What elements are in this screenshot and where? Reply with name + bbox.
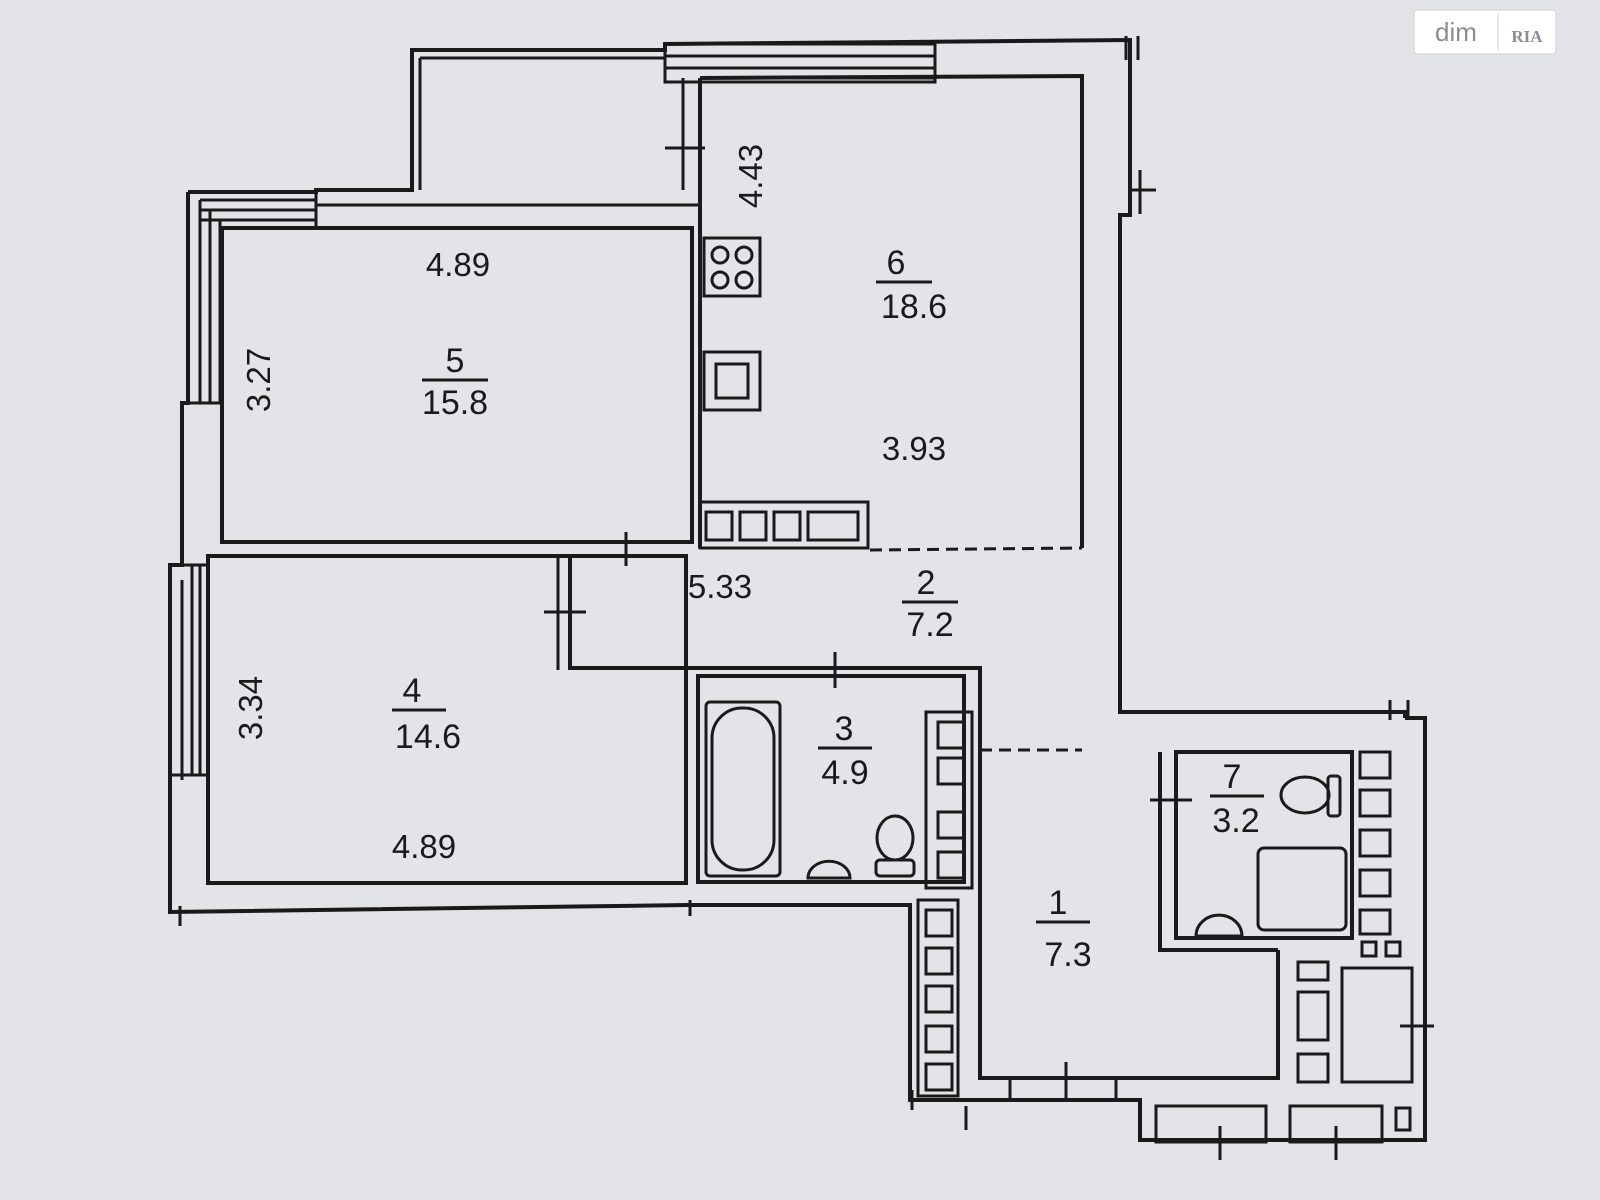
room-1-walls [978,750,1412,1160]
room-5-height-dim: 3.27 [240,348,277,412]
room-6-walls [665,73,1084,548]
room-6-label: 6 18.6 [876,244,947,326]
room-3-label: 3 4.9 [818,710,872,792]
room-6-number: 6 [887,244,906,282]
balcony-top [410,42,937,190]
room-6-area: 18.6 [881,288,947,326]
room-7-walls [1150,750,1434,1084]
room-4-label: 4 14.6 [392,672,461,756]
room-5-label: 5 15.8 [422,342,488,422]
stove-icon [702,236,762,298]
room-3-area: 4.9 [821,754,868,792]
room-4-area: 14.6 [395,718,461,756]
room-5-number: 5 [446,342,465,380]
room-6-height-dim: 4.43 [732,144,769,208]
room-4-number: 4 [403,672,422,710]
room-1-number: 1 [1049,884,1068,922]
logo-text-dim: dim [1435,17,1477,47]
room-2-length-dim: 5.33 [688,568,752,605]
room-2-label: 2 7.2 [902,564,958,644]
room-5-width-dim: 4.89 [426,246,490,283]
dim-ria-logo: dim RIA [1413,9,1557,55]
room-1-area: 7.3 [1044,936,1091,974]
room-7-number: 7 [1223,758,1242,796]
room-2-walls [544,532,1083,754]
room-2-number: 2 [917,564,936,602]
room-2-area: 7.2 [906,606,953,644]
room-7-label: 7 3.2 [1210,758,1264,840]
room-7-area: 3.2 [1212,802,1259,840]
vent-blocks [698,500,974,1098]
sink-icon [702,350,762,412]
wall-ticks [178,36,1410,1130]
room-4-walls [170,554,688,885]
room-3-number: 3 [835,710,854,748]
room-3-walls [696,652,966,884]
logo-text-ria: RIA [1511,27,1543,46]
room-5-walls [182,190,700,544]
room-1-label: 1 7.3 [1036,884,1092,974]
room-6-width-dim: 3.93 [882,430,946,467]
room-5-area: 15.8 [422,384,488,422]
room-4-height-dim: 3.34 [232,676,269,740]
room-4-width-dim: 4.89 [392,828,456,865]
